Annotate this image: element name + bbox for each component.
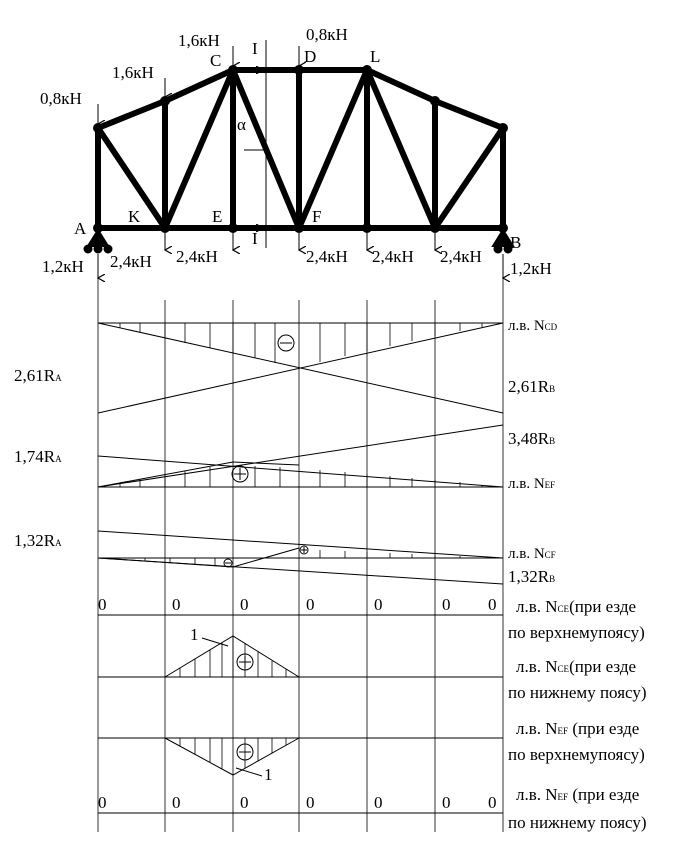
node-B: B [510,233,521,252]
svg-text:0: 0 [442,793,451,812]
il-label-N-CF: л.в. NCF [508,546,556,562]
sign-circle-N-CF-minus [223,558,233,568]
angle-alpha: α [237,115,246,134]
load-label-top-c: 1,6кН [178,31,220,50]
hatch-N-CF [119,550,461,566]
diagonal-KC [162,67,236,231]
section-I-I [244,40,267,248]
sign-circle-N-CD [277,334,295,352]
hatch-N-CD [119,323,483,363]
load-label-bottom-h: 2,4кН [440,247,482,266]
reaction-label-right: 1,2кН [510,259,552,278]
diagonal-FL [296,67,370,231]
diagonal-L6 [364,67,438,231]
influence-line-N-CE-bottom [98,635,503,678]
ordinate-right-N-CF: 1,32RB [508,567,555,586]
influence-line-N-EF-top [98,737,503,777]
support-right [491,228,515,254]
svg-text:0: 0 [240,793,249,812]
svg-text:0: 0 [172,595,181,614]
svg-text:0: 0 [488,793,497,812]
load-label-bottom-f: 2,4кН [306,247,348,266]
diagonal-6B [432,125,506,231]
zeros-row-1: 0 0 0 0 0 0 0 [98,595,497,614]
panel-projection-lines [97,276,504,832]
ordinate-right-N-EF: 3,48RB [508,429,555,448]
svg-text:0: 0 [98,793,107,812]
il-desc-N-EF-top: по верхнемупоясу) [508,745,645,764]
hatch-N-CE-bottom [179,636,287,677]
section-mark-bottom: I [252,229,258,248]
svg-text:0: 0 [240,595,249,614]
ordinate-left-N-CD: 2,61RA [14,366,62,385]
load-arrows-bottom [98,232,503,278]
hatch-N-EF-top [179,738,287,769]
svg-text:0: 0 [374,595,383,614]
sign-circle-N-CF-plus [299,545,309,555]
hatch-N-EF [119,466,483,487]
il-label-N-EF: л.в. NEF [508,476,555,492]
zeros-row-2: 0 0 0 0 0 0 0 [98,793,497,812]
svg-text:0: 0 [306,793,315,812]
svg-text:0: 0 [172,793,181,812]
load-label-bottom-g: 2,4кН [372,247,414,266]
sign-circle-N-EF-top [236,743,254,761]
il-label-N-EF-top: л.в. NEF (при езде [516,719,639,738]
influence-line-N-CD [97,322,504,414]
sign-circle-N-CE-bottom [236,653,254,671]
section-mark-top: I [252,39,258,58]
load-arrows-top [98,46,299,124]
sign-circle-N-EF [231,465,249,483]
load-label-bottom-k: 2,4кН [110,252,152,271]
influence-line-N-EF [97,424,504,488]
influence-line-N-CF [97,530,504,585]
load-label-top-left: 0,8кН [40,89,82,108]
truss: I I α A K E F B C D L 0,8кН 1,6к [40,25,552,278]
il-desc-N-CE-bottom: по нижнему поясу) [508,683,647,702]
node-C: C [210,51,221,70]
node-D: D [304,47,316,66]
diagonal-1 [95,125,168,231]
svg-text:0: 0 [442,595,451,614]
peak-value-N-EF-top: 1 [264,765,273,784]
il-desc-N-CE-top: по верхнемупоясу) [508,623,645,642]
il-label-N-CE-bottom: л.в. NCE(при езде [516,657,636,676]
load-label-top-d: 0,8кН [306,25,348,44]
node-A: A [74,219,87,238]
svg-text:0: 0 [374,793,383,812]
node-E: E [212,207,222,226]
load-label-top-second: 1,6кН [112,63,154,82]
svg-text:0: 0 [306,595,315,614]
ordinate-left-N-CF: 1,32RA [14,531,62,550]
ordinate-right-N-CD: 2,61RB [508,377,555,396]
node-L: L [370,47,380,66]
il-label-N-CE-top: л.в. NCE(при езде [516,597,636,616]
il-label-N-CD: л.в. NCD [508,318,558,334]
svg-text:0: 0 [488,595,497,614]
support-left [83,228,113,254]
il-label-N-EF-bottom: л.в. NEF (при езде [516,785,639,804]
truss-members [95,67,506,231]
peak-value-N-CE-bottom: 1 [190,625,199,644]
node-K: K [128,207,141,226]
svg-text:0: 0 [98,595,107,614]
reaction-label-left: 1,2кН [42,257,84,276]
node-F: F [312,207,321,226]
load-label-bottom-e: 2,4кН [176,247,218,266]
ordinate-left-N-EF: 1,74RA [14,447,62,466]
il-desc-N-EF-bottom: по нижнему поясу) [508,813,647,832]
